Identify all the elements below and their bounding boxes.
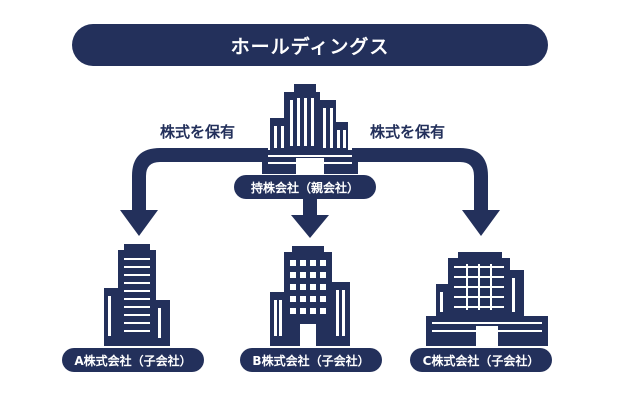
child-a-label: A株式会社（子会社）	[62, 348, 204, 372]
holdings-title: ホールディングス	[72, 24, 548, 66]
parent-company-label: 持株会社（親会社）	[234, 175, 376, 199]
arrow-to-child-c	[352, 148, 500, 236]
arrow-to-child-a	[120, 148, 268, 236]
edge-label-right: 株式を保有	[370, 123, 446, 141]
edge-label-left: 株式を保有	[160, 123, 236, 141]
arrow-to-child-b	[291, 199, 329, 238]
child-c-label: C株式会社（子会社）	[410, 348, 552, 372]
child-b-label: B株式会社（子会社）	[240, 348, 382, 372]
